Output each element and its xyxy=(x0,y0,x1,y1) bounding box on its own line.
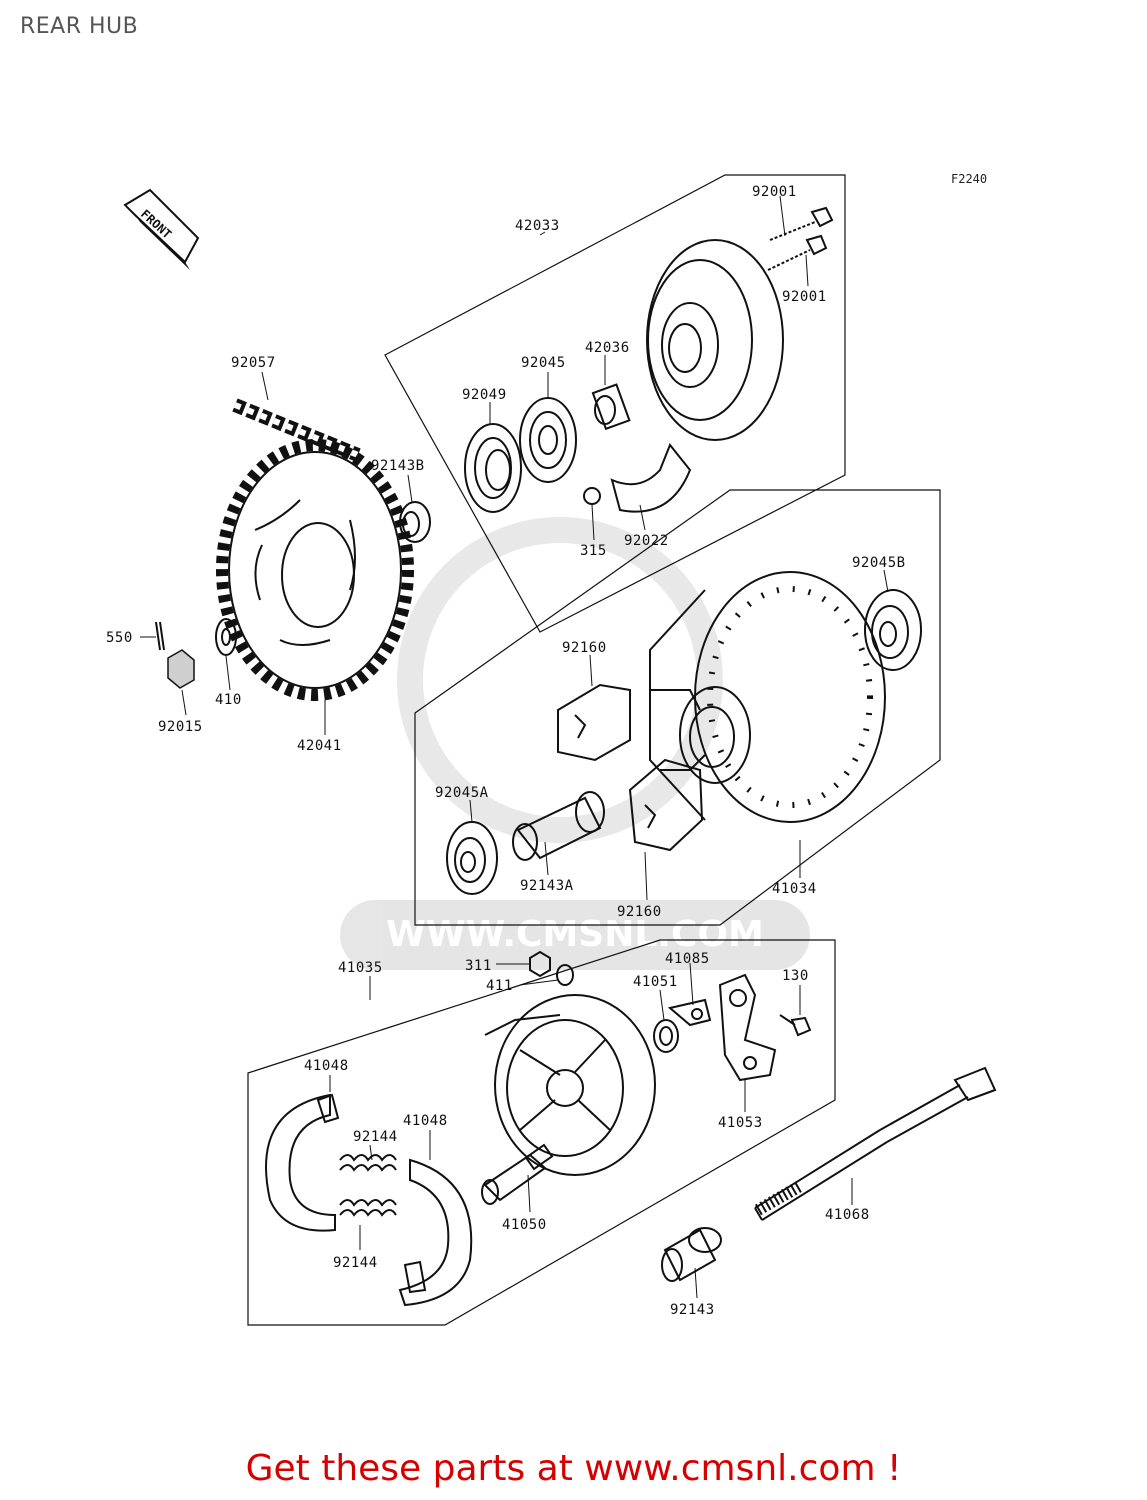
part-label-92045B[interactable]: 92045B xyxy=(852,555,906,571)
indicator-41085-icon xyxy=(667,998,712,1027)
figure-id: F2240 xyxy=(951,172,988,186)
part-label-41034[interactable]: 41034 xyxy=(772,881,817,897)
wheel-assembly-41034-outline xyxy=(414,489,941,926)
part-label-41051[interactable]: 41051 xyxy=(633,974,678,990)
bearing-92045-icon xyxy=(519,397,577,483)
part-label-41068[interactable]: 41068 xyxy=(825,1207,870,1223)
nut-315-icon xyxy=(583,487,601,505)
lock-washer-92022-icon xyxy=(610,443,692,513)
part-label-92143B[interactable]: 92143B xyxy=(371,458,425,474)
part-label-315[interactable]: 315 xyxy=(580,543,607,559)
bolt-130-icon xyxy=(779,1014,812,1037)
part-label-550[interactable]: 550 xyxy=(106,630,133,646)
cta-link[interactable]: Get these parts at www.cmsnl.com ! xyxy=(245,1448,902,1489)
damper-92160-top-icon xyxy=(557,683,631,762)
part-label-42041[interactable]: 42041 xyxy=(297,738,342,754)
part-label-92045[interactable]: 92045 xyxy=(521,355,566,371)
nut-311-icon xyxy=(529,950,551,978)
washer-411-icon xyxy=(556,964,574,986)
front-arrow-icon: FRONT xyxy=(123,188,200,270)
oil-seal-92049-icon xyxy=(464,423,522,513)
bolt-92001-icon xyxy=(767,206,834,271)
part-labels: 42033 92001 92001 42036 92045 92049 9205… xyxy=(106,184,906,1318)
sprocket-42041-icon xyxy=(216,439,414,701)
collar-92143A-icon xyxy=(512,791,605,861)
bearing-92045A-icon xyxy=(446,821,498,895)
cam-lever-41053-icon xyxy=(718,973,777,1082)
brake-shoe-41048-left-icon xyxy=(265,1093,340,1232)
part-label-92143A[interactable]: 92143A xyxy=(520,878,574,894)
part-label-42033[interactable]: 42033 xyxy=(515,218,560,234)
part-label-92143[interactable]: 92143 xyxy=(670,1302,715,1318)
part-label-411[interactable]: 411 xyxy=(486,978,513,994)
part-label-41053[interactable]: 41053 xyxy=(718,1115,763,1131)
part-label-92022[interactable]: 92022 xyxy=(624,533,669,549)
collar-92143-icon xyxy=(661,1227,722,1282)
leader-lines xyxy=(140,195,889,1299)
part-label-41035[interactable]: 41035 xyxy=(338,960,383,976)
wheel-hub-41034-icon xyxy=(649,571,886,823)
brake-assembly-41035-outline xyxy=(247,939,836,1326)
part-label-92001-b[interactable]: 92001 xyxy=(782,289,827,305)
chain-92057-icon xyxy=(232,398,361,462)
part-label-410[interactable]: 410 xyxy=(215,692,242,708)
exploded-parts-diagram: WWW.CMSNL.COM FRONT xyxy=(106,174,997,1326)
part-label-41085[interactable]: 41085 xyxy=(665,951,710,967)
page-title: REAR HUB xyxy=(20,14,139,39)
part-label-130[interactable]: 130 xyxy=(782,968,809,984)
part-label-92144-b[interactable]: 92144 xyxy=(333,1255,378,1271)
part-label-311[interactable]: 311 xyxy=(465,958,492,974)
cam-shaft-41050-icon xyxy=(481,1143,554,1205)
part-label-92015[interactable]: 92015 xyxy=(158,719,203,735)
watermark-text: WWW.CMSNL.COM xyxy=(386,914,764,955)
spring-92144-top-icon xyxy=(339,1154,397,1172)
watermark-logo: WWW.CMSNL.COM xyxy=(340,517,810,970)
washer-410-icon xyxy=(215,618,237,656)
part-label-42036[interactable]: 42036 xyxy=(585,340,630,356)
part-label-92049[interactable]: 92049 xyxy=(462,387,507,403)
part-label-41048-a[interactable]: 41048 xyxy=(304,1058,349,1074)
seal-41051-icon xyxy=(653,1019,679,1053)
part-label-92001-a[interactable]: 92001 xyxy=(752,184,797,200)
damper-92160-bottom-icon xyxy=(628,758,704,852)
axle-41068-icon xyxy=(754,1066,997,1221)
brake-shoe-41048-right-icon xyxy=(398,1158,473,1307)
part-label-92045A[interactable]: 92045A xyxy=(435,785,489,801)
part-label-41048-b[interactable]: 41048 xyxy=(403,1113,448,1129)
castle-nut-92015-icon xyxy=(167,649,195,689)
part-label-92160-b[interactable]: 92160 xyxy=(617,904,662,920)
spring-92144-bottom-icon xyxy=(339,1199,397,1217)
part-label-92144-a[interactable]: 92144 xyxy=(353,1129,398,1145)
cotter-pin-550-icon xyxy=(155,621,165,651)
part-label-92057[interactable]: 92057 xyxy=(231,355,276,371)
brake-panel-icon xyxy=(484,994,656,1176)
bearing-92045B-icon xyxy=(864,589,922,671)
hub-assembly-42033-outline xyxy=(384,174,846,633)
collar-92143B-icon xyxy=(399,501,431,543)
part-label-41050[interactable]: 41050 xyxy=(502,1217,547,1233)
hub-flange-icon xyxy=(646,239,784,441)
part-label-92160-a[interactable]: 92160 xyxy=(562,640,607,656)
collar-42036-icon xyxy=(591,383,631,431)
